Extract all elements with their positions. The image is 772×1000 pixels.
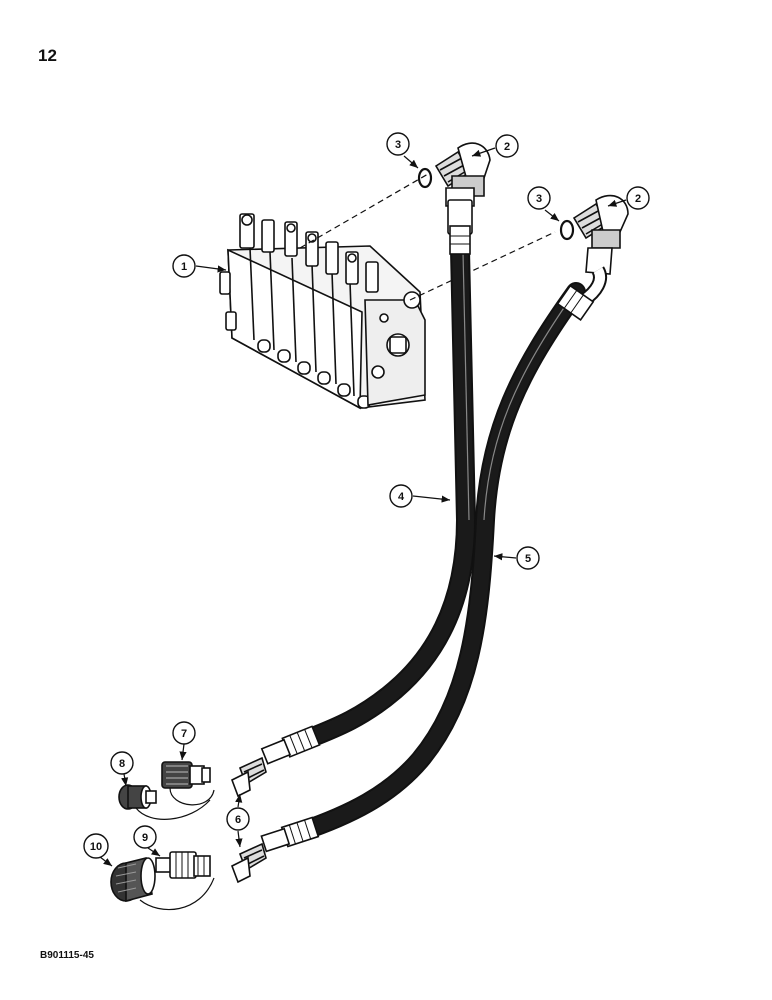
callout-7: 7 bbox=[172, 721, 196, 761]
callout-label: 1 bbox=[181, 261, 187, 273]
elbow-adapter-lower bbox=[230, 842, 267, 884]
elbow-fitting-right bbox=[572, 194, 629, 275]
callout-2: 2 bbox=[607, 186, 650, 210]
callout-9: 9 bbox=[133, 825, 161, 857]
callout-5: 5 bbox=[493, 546, 540, 570]
dust-cap-illustration bbox=[110, 857, 215, 911]
hose-4-illustration bbox=[260, 199, 477, 765]
callout-label: 5 bbox=[525, 553, 531, 565]
callout-label: 8 bbox=[119, 758, 125, 770]
hose-5-illustration bbox=[260, 266, 607, 853]
quick-coupler-female-illustration bbox=[161, 761, 215, 806]
callout-label: 2 bbox=[635, 193, 641, 205]
figure-code: B901115-45 bbox=[40, 950, 94, 961]
callout-label: 7 bbox=[181, 728, 187, 740]
callout-label: 3 bbox=[395, 139, 401, 151]
quick-coupler-male-illustration bbox=[155, 851, 211, 879]
callout-label: 10 bbox=[90, 841, 102, 853]
callout-10: 10 bbox=[83, 833, 113, 867]
elbow-fitting-upper bbox=[434, 142, 491, 207]
callout-label: 9 bbox=[142, 832, 148, 844]
o-ring-icon bbox=[417, 167, 433, 189]
callout-6: 6 bbox=[226, 793, 250, 848]
callout-8: 8 bbox=[110, 751, 134, 787]
o-ring-icon bbox=[559, 219, 575, 241]
dust-plug-illustration bbox=[118, 784, 211, 820]
page-number: 12 bbox=[38, 46, 57, 65]
elbow-adapter-upper bbox=[230, 756, 267, 798]
callout-2: 2 bbox=[471, 134, 519, 158]
callout-3: 3 bbox=[527, 186, 560, 222]
callout-label: 4 bbox=[398, 491, 405, 503]
callout-4: 4 bbox=[389, 484, 451, 508]
callout-1: 1 bbox=[172, 254, 227, 278]
callout-label: 3 bbox=[536, 193, 542, 205]
callout-label: 2 bbox=[504, 141, 510, 153]
callout-label: 6 bbox=[235, 814, 241, 826]
port-leader-lines bbox=[299, 173, 556, 301]
callout-3: 3 bbox=[386, 132, 419, 169]
control-valve-illustration bbox=[219, 213, 426, 410]
